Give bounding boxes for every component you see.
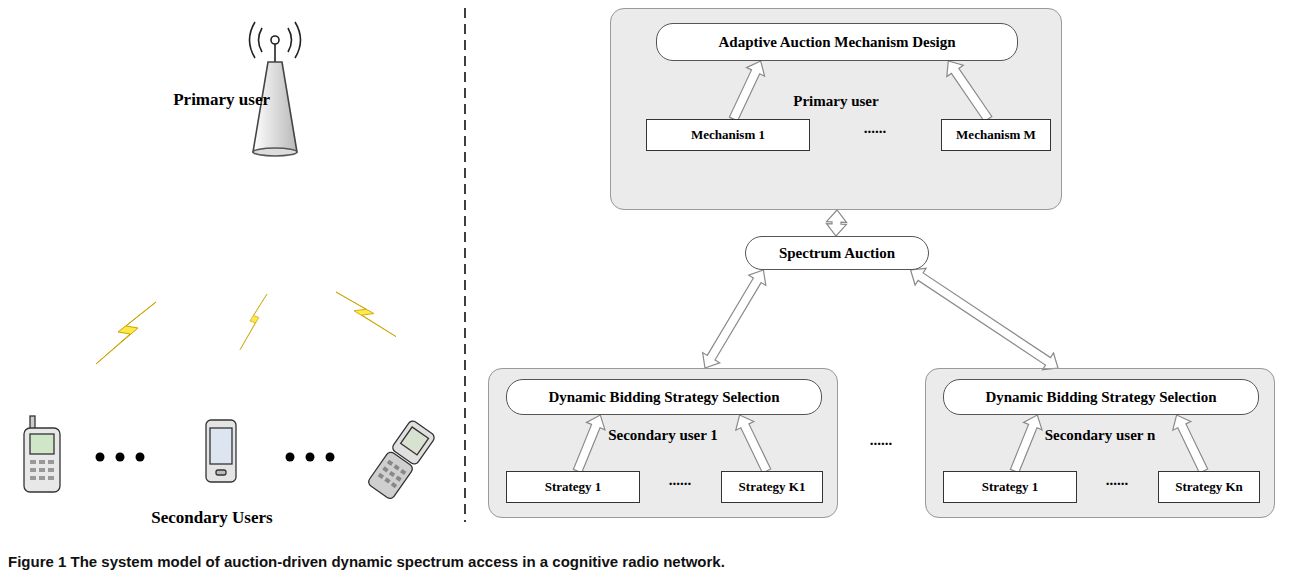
strategy-box: Strategy Kn [1158, 471, 1260, 503]
box-label: Spectrum Auction [779, 245, 895, 262]
secondary-user-panel: Secondary user n Dynamic Bidding Strategy… [925, 368, 1275, 518]
ellipsis-label: ...... [1106, 472, 1129, 489]
box-label: Strategy 1 [982, 479, 1039, 495]
base-station-tower [250, 22, 301, 156]
wireless-link [336, 292, 396, 337]
box-label: Mechanism M [956, 127, 1036, 143]
wireless-link [240, 294, 267, 350]
panel-fill [925, 368, 1275, 518]
box-label: Strategy 1 [545, 479, 602, 495]
box-label: Strategy Kn [1175, 479, 1243, 495]
panel-heading: Secondary user 1 [489, 427, 837, 444]
figure-caption: Figure 1 The system model of auction-dri… [8, 553, 725, 570]
bidding-strategy-box: Dynamic Bidding Strategy Selection [943, 379, 1259, 415]
wireless-link [96, 302, 156, 364]
mechanism-design-box: Adaptive Auction Mechanism Design [656, 23, 1018, 61]
smartphone [206, 420, 236, 482]
panel-heading: Primary user [611, 93, 1061, 110]
block-arrow [947, 61, 992, 122]
ellipsis-label: ...... [669, 472, 692, 489]
block-arrow [1173, 415, 1208, 473]
panel-heading: Secondary user n [926, 427, 1274, 444]
strategy-box: Strategy 1 [943, 471, 1077, 503]
ellipsis-label: ...... [870, 432, 893, 449]
mechanism-box: Mechanism M [941, 119, 1051, 151]
secondary-user-panel: Secondary user 1 Dynamic Bidding Strategy… [488, 368, 838, 518]
block-arrow [729, 61, 764, 121]
divider-line [464, 8, 466, 522]
box-label: Dynamic Bidding Strategy Selection [548, 389, 779, 406]
mechanism-box: Mechanism 1 [646, 119, 810, 151]
flip-phone [367, 419, 436, 500]
panel-fill [488, 368, 838, 518]
box-label: Dynamic Bidding Strategy Selection [985, 389, 1216, 406]
strategy-box: Strategy K1 [721, 471, 823, 503]
primary-user-panel: Primary user Adaptive Auction Mechanism D… [610, 8, 1062, 210]
block-arrow [736, 415, 771, 473]
block-arrow [911, 268, 1058, 369]
panel-fill [610, 8, 1062, 210]
block-arrow [703, 270, 766, 368]
box-label: Adaptive Auction Mechanism Design [718, 34, 955, 51]
block-arrow [573, 415, 605, 473]
secondary-users-label: Secondary Users [151, 508, 272, 528]
mobile-phone [24, 416, 60, 492]
box-label: Strategy K1 [739, 479, 806, 495]
spectrum-auction-box: Spectrum Auction [745, 236, 929, 270]
block-arrow [1010, 415, 1042, 473]
ellipsis-label: ...... [864, 120, 887, 137]
ellipsis-dots [96, 453, 335, 462]
primary-user-label: Primary user [173, 90, 270, 110]
block-arrow [827, 210, 847, 236]
box-label: Mechanism 1 [691, 127, 765, 143]
strategy-box: Strategy 1 [506, 471, 640, 503]
bidding-strategy-box: Dynamic Bidding Strategy Selection [506, 379, 822, 415]
